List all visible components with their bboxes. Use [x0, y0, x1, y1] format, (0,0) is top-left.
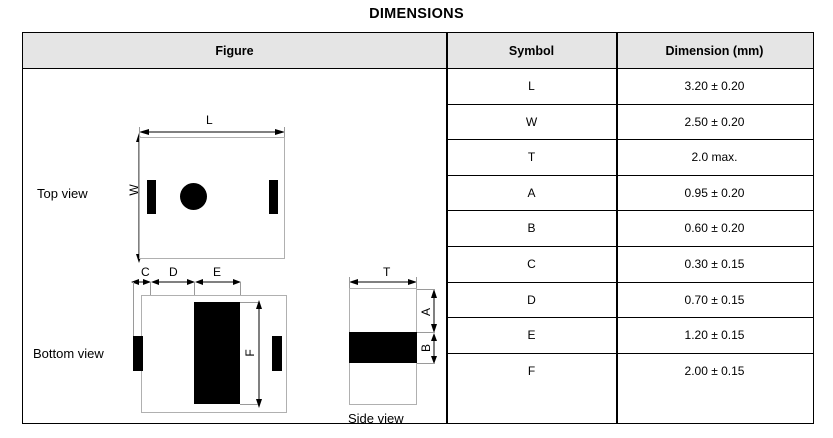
extension-line — [194, 282, 195, 302]
extension-line — [417, 289, 435, 290]
cell-symbol: F — [527, 363, 536, 378]
dimension-line-B — [431, 333, 437, 364]
bottom-view-terminal-left — [133, 336, 143, 371]
callout-E: E — [213, 265, 222, 279]
dimension-line-L — [139, 129, 285, 135]
cell-dimension: 0.95 ± 0.20 — [684, 185, 745, 200]
side-view-terminal-band — [349, 332, 417, 363]
side-view-label: Side view — [348, 411, 404, 426]
table-body: L 3.20 ± 0.20 W 2.50 ± 0.20 T 2.0 max. A… — [447, 69, 813, 423]
table-row: W 2.50 ± 0.20 — [447, 105, 813, 141]
extension-line — [133, 282, 134, 344]
cell-symbol: B — [527, 221, 536, 236]
cell-symbol: A — [527, 185, 536, 200]
column-header-symbol: Symbol — [508, 44, 555, 58]
table-row: D 0.70 ± 0.15 — [447, 283, 813, 319]
cell-symbol: L — [528, 79, 535, 93]
cell-dimension: 0.70 ± 0.15 — [684, 292, 745, 307]
dimension-line-T — [349, 279, 417, 285]
bottom-view-label: Bottom view — [33, 346, 104, 361]
cell-symbol: W — [525, 114, 538, 129]
extension-line — [240, 282, 241, 302]
column-header-figure: Figure — [215, 44, 254, 58]
table-row: F 2.00 ± 0.15 — [447, 354, 813, 390]
figure-drawings: Top view W L Bottom view C D E — [23, 69, 446, 426]
dimension-line-E — [195, 279, 241, 285]
top-view-label: Top view — [37, 186, 88, 201]
extension-line — [240, 404, 258, 405]
cell-dimension: 0.60 ± 0.20 — [684, 221, 745, 236]
table-row: L 3.20 ± 0.20 — [447, 69, 813, 105]
extension-line — [240, 302, 258, 303]
cell-symbol: D — [527, 292, 536, 307]
column-divider-figure-symbol — [446, 33, 448, 423]
callout-D: D — [169, 265, 178, 279]
cell-dimension: 2.0 max. — [691, 150, 738, 165]
page-title: DIMENSIONS — [369, 6, 464, 22]
table-row: E 1.20 ± 0.15 — [447, 318, 813, 354]
callout-C: C — [141, 265, 150, 279]
dimension-line-A — [431, 289, 437, 333]
bottom-view-center-pad — [194, 302, 240, 404]
cell-dimension: 3.20 ± 0.20 — [684, 79, 745, 93]
extension-line — [416, 277, 417, 289]
table-header-row: Figure Symbol Dimension (mm) — [23, 33, 813, 69]
top-view-terminal-right — [269, 180, 278, 214]
dimension-line-F — [256, 300, 262, 408]
dimension-line-D — [151, 279, 195, 285]
extension-line — [139, 127, 140, 137]
bottom-view-terminal-right — [272, 336, 282, 371]
top-view-body — [139, 137, 285, 259]
dimensions-table: Figure Symbol Dimension (mm) L 3.20 ± 0.… — [22, 32, 814, 426]
extension-line — [417, 363, 435, 364]
cell-dimension: 0.30 ± 0.15 — [684, 257, 745, 271]
table-row: T 2.0 max. — [447, 140, 813, 176]
cell-symbol: E — [527, 328, 536, 343]
polarity-dot — [180, 183, 207, 210]
table-row: A 0.95 ± 0.20 — [447, 176, 813, 212]
callout-T: T — [383, 265, 391, 279]
dimension-line-C — [131, 279, 151, 285]
extension-line — [417, 332, 435, 333]
column-divider-symbol-dimension — [616, 33, 618, 423]
cell-dimension: 2.50 ± 0.20 — [684, 114, 745, 129]
cell-dimension: 1.20 ± 0.15 — [684, 328, 745, 343]
column-header-dimension: Dimension (mm) — [665, 44, 764, 58]
table-row: B 0.60 ± 0.20 — [447, 211, 813, 247]
extension-line — [284, 127, 285, 137]
cell-dimension: 2.00 ± 0.15 — [684, 363, 745, 378]
cell-symbol: T — [527, 150, 536, 165]
top-view-terminal-left — [147, 180, 156, 214]
extension-line — [349, 277, 350, 289]
table-row: C 0.30 ± 0.15 — [447, 247, 813, 283]
callout-L: L — [206, 113, 213, 127]
cell-symbol: C — [527, 257, 536, 271]
